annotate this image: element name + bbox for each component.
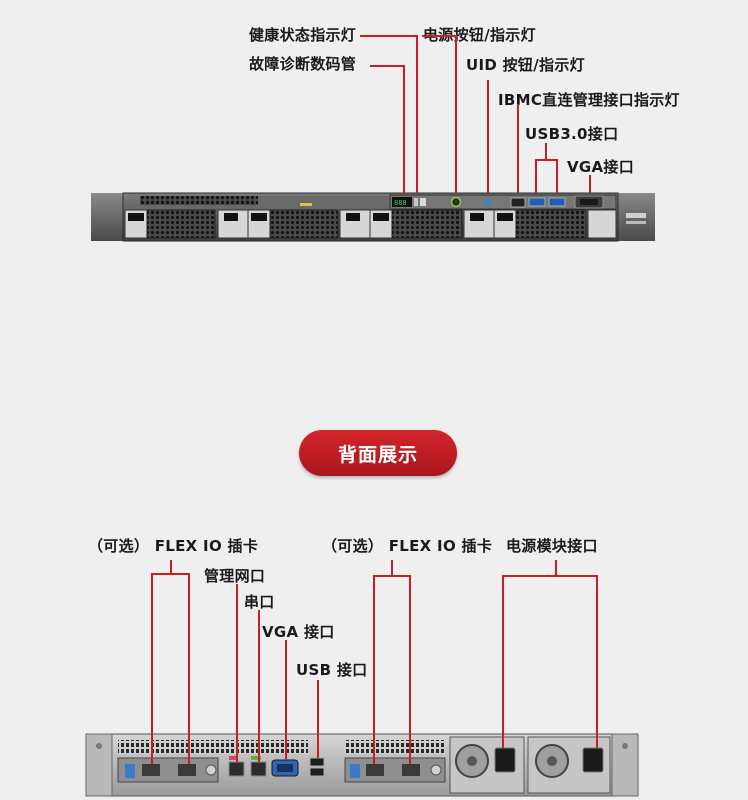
digit-display-text: 888 (394, 199, 407, 207)
label-serial-port: 串口 (244, 593, 275, 611)
section-title-pill: 背面展示 (299, 430, 457, 476)
rear-vent-right (345, 740, 445, 754)
usb-port-rear-2[interactable] (309, 767, 325, 777)
label-mgmt-port: 管理网口 (204, 567, 266, 585)
front-top-vent (140, 196, 258, 205)
flex-io-right-port-1[interactable] (366, 764, 384, 776)
label-health-led: 健康状态指示灯 (249, 26, 357, 44)
label-ibmc-port-led: IBMC直连管理接口指示灯 (498, 91, 680, 109)
label-psu-port: 电源模块接口 (506, 537, 598, 555)
flex-io-card-right[interactable] (344, 757, 446, 783)
health-led (420, 198, 426, 206)
psu-1-power-inlet[interactable] (494, 747, 516, 773)
uid-button[interactable] (484, 198, 492, 206)
label-uid-button: UID 按钮/指示灯 (466, 56, 585, 74)
flex-io-left-port-1[interactable] (142, 764, 160, 776)
psu-module-1 (449, 736, 525, 794)
label-usb3-port: USB3.0接口 (525, 125, 619, 143)
front-left-ear (91, 193, 125, 241)
psu-module-2 (527, 736, 611, 794)
front-leader-lines (360, 35, 591, 193)
drive-bay-3 (339, 209, 463, 239)
rear-server-panel (85, 560, 639, 797)
power-button[interactable] (450, 196, 462, 208)
usb3-port-2[interactable] (548, 197, 566, 207)
flex-io-left-port-2[interactable] (178, 764, 196, 776)
label-fault-display: 故障诊断数码管 (249, 55, 357, 73)
drive-bay-2 (217, 209, 339, 239)
psu-2-power-inlet[interactable] (582, 747, 604, 773)
usb3-port-1[interactable] (528, 197, 546, 207)
label-vga-port-rear: VGA 接口 (262, 623, 335, 641)
serial-port[interactable] (250, 761, 267, 777)
drive-bay-4 (463, 209, 617, 239)
drive-bay-1 (124, 209, 216, 239)
ibmc-port[interactable] (510, 197, 526, 208)
label-usb-port-rear: USB 接口 (296, 661, 368, 679)
label-vga-port-front: VGA接口 (567, 158, 635, 176)
label-flex-io-left: （可选） FLEX IO 插卡 (88, 537, 259, 555)
rear-left-ear (85, 733, 113, 797)
rear-vent-left (118, 740, 308, 754)
flex-io-right-port-2[interactable] (402, 764, 420, 776)
label-flex-io-right: （可选） FLEX IO 插卡 (322, 537, 493, 555)
rear-leader-lines (151, 560, 598, 764)
mgmt-network-port[interactable] (228, 761, 245, 777)
usb-port-rear-1[interactable] (309, 757, 325, 767)
label-power-button: 电源按钮/指示灯 (423, 26, 536, 44)
front-server-panel: 888 (91, 35, 655, 242)
fault-digit-display (392, 197, 412, 207)
